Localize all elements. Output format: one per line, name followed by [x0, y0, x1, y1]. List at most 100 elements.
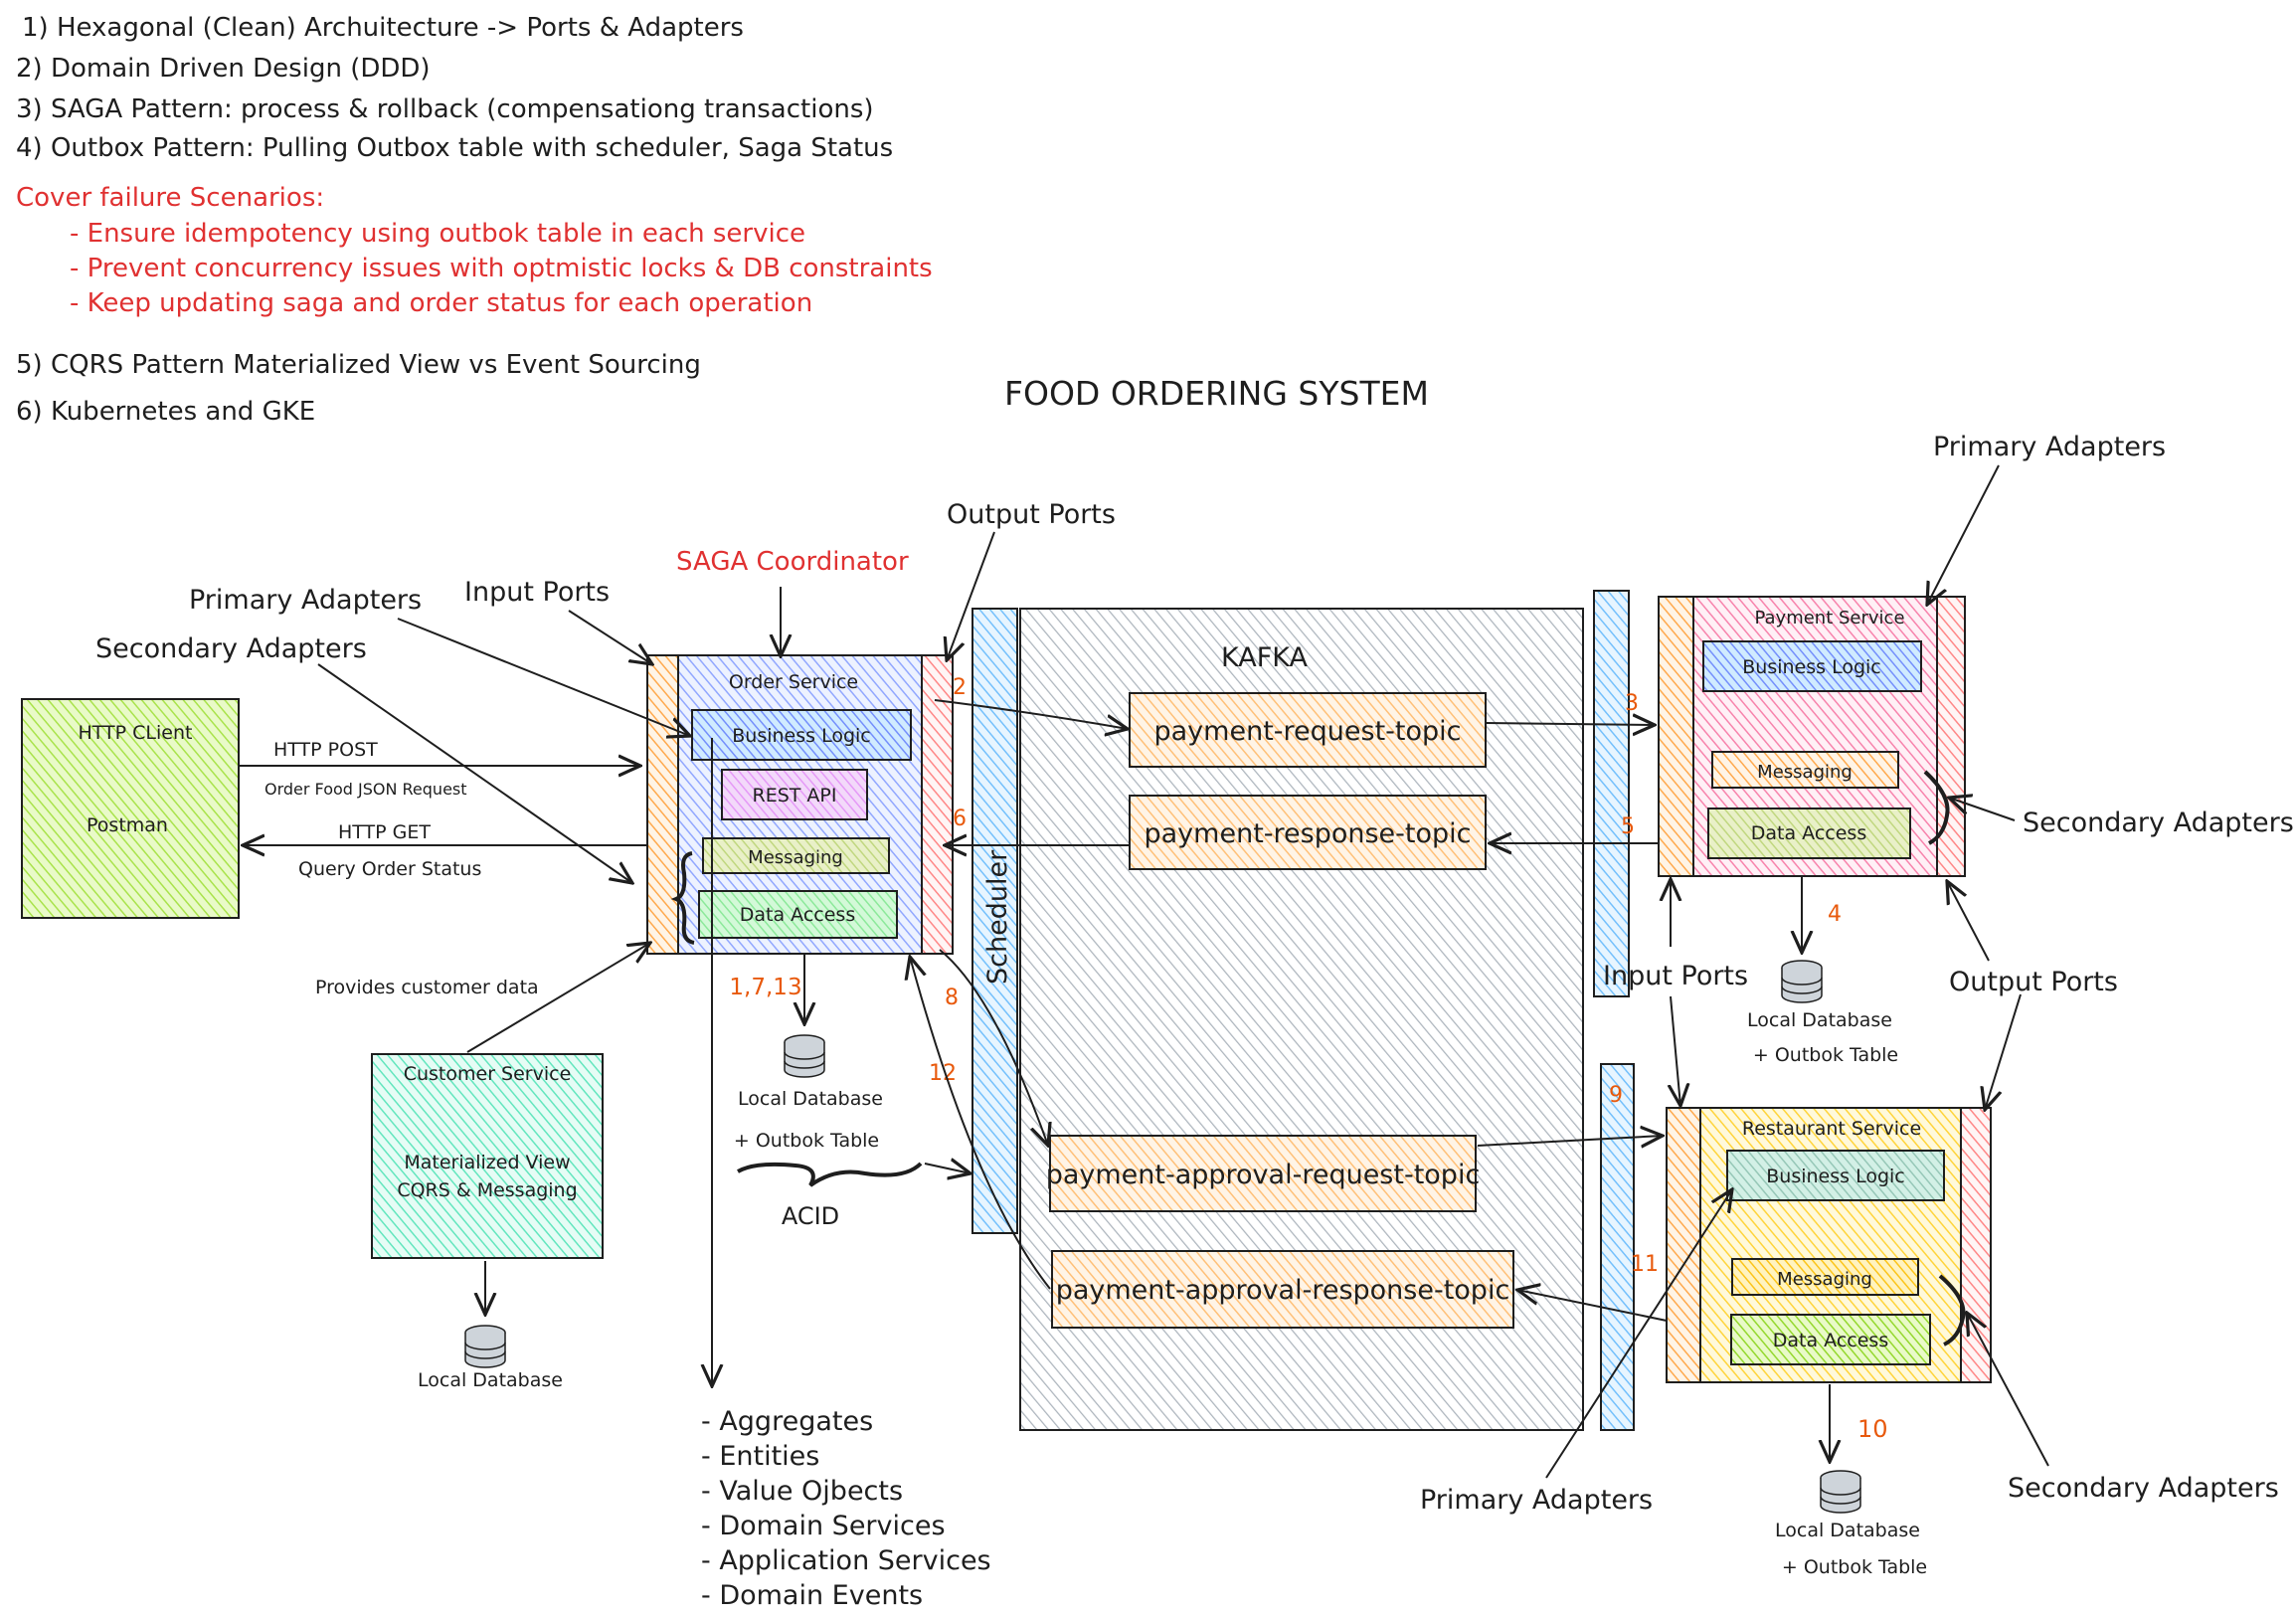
acid-brace	[737, 1162, 923, 1187]
note-ddd: 2) Domain Driven Design (DDD)	[16, 54, 431, 84]
order-input-port	[646, 654, 679, 955]
order-messaging-label: Messaging	[748, 847, 843, 868]
payment-input-port	[1658, 596, 1694, 877]
topic-payment-approval-request	[1049, 1135, 1477, 1212]
customer-data-arrow	[466, 943, 650, 1053]
restaurant-database-icon	[1820, 1470, 1861, 1514]
order-output-port	[921, 654, 954, 955]
saga-coordinator-label: SAGA Coordinator	[676, 547, 909, 577]
provides-customer-data-label: Provides customer data	[315, 977, 539, 998]
approval-request-to-restaurant-arrow	[1477, 1136, 1663, 1146]
acid-label: ACID	[782, 1202, 839, 1230]
http-client-label: HTTP CLient	[79, 722, 193, 744]
topic-payment-request-label: payment-request-topic	[1154, 716, 1462, 747]
order-to-payment-request-arrow	[934, 699, 1128, 729]
order-db-step: 1,7,13	[729, 975, 801, 1000]
order-service-title: Order Service	[729, 671, 858, 693]
restaurant-messaging-label: Messaging	[1777, 1269, 1872, 1290]
customer-service-box	[371, 1053, 604, 1259]
customer-service-title: Customer Service	[404, 1063, 572, 1085]
restaurant-output-port	[1960, 1107, 1992, 1383]
order-output-ports-label: Output Ports	[947, 499, 1116, 530]
scheduler-label: Scheduler	[982, 849, 1013, 985]
step-4: 4	[1828, 902, 1842, 927]
approval-response-to-order-arrow	[910, 957, 1051, 1290]
restaurant-business-logic-label: Business Logic	[1766, 1166, 1905, 1187]
failure-idempotency: - Ensure idempotency using outbok table …	[70, 219, 805, 249]
step-3: 3	[1625, 691, 1639, 716]
step-6: 6	[953, 807, 967, 831]
input-ports-to-restaurant-arrow	[1671, 995, 1680, 1106]
step-5: 5	[1621, 814, 1635, 839]
restaurant-business-logic	[1726, 1150, 1945, 1201]
http-client-box	[21, 698, 240, 919]
domain-services: - Domain Services	[701, 1511, 946, 1541]
restaurant-input-port-bar	[1600, 1063, 1635, 1431]
order-business-logic-label: Business Logic	[732, 725, 871, 747]
payment-primary-adapters-arrow	[1927, 464, 2000, 605]
restaurant-secondary-adapters-arrow	[1967, 1313, 2049, 1467]
payment-secondary-brace	[1923, 770, 1950, 845]
restaurant-primary-adapters-arrow	[1545, 1189, 1732, 1479]
step-8: 8	[945, 986, 959, 1010]
payment-data-access	[1707, 808, 1911, 859]
restaurant-messaging	[1731, 1258, 1919, 1296]
order-db-outbox-label: + Outbok Table	[734, 1130, 879, 1152]
order-primary-adapters-arrow	[397, 618, 690, 736]
note-outbox: 4) Outbox Pattern: Pulling Outbox table …	[16, 133, 893, 163]
topic-payment-response	[1129, 795, 1487, 870]
restaurant-db-label: Local Database	[1775, 1520, 1920, 1541]
http-get-desc: Query Order Status	[298, 858, 481, 880]
failure-title: Cover failure Scenarios:	[16, 183, 324, 213]
restaurant-input-port	[1666, 1107, 1701, 1383]
restaurant-secondary-brace	[1938, 1274, 1966, 1347]
failure-concurrency: - Prevent concurrency issues with optmis…	[70, 254, 933, 283]
order-business-logic	[691, 709, 912, 761]
scheduler-bar	[971, 608, 1018, 1234]
order-to-approval-request-arrow	[939, 949, 1048, 1146]
payment-db-outbox-label: + Outbok Table	[1753, 1044, 1898, 1066]
domain-building-blocks: - Aggregates - Entities - Value Ojbects …	[701, 1406, 991, 1611]
restaurant-secondary-adapters-label: Secondary Adapters	[2008, 1473, 2279, 1504]
topic-payment-approval-response-label: payment-approval-response-topic	[1056, 1275, 1510, 1306]
customer-db-label: Local Database	[418, 1369, 563, 1391]
payment-output-ports-arrow	[1947, 881, 1990, 962]
order-secondary-adapters-label: Secondary Adapters	[95, 633, 367, 664]
payment-business-logic	[1702, 640, 1922, 692]
payment-output-ports-label: Output Ports	[1949, 967, 2118, 997]
note-saga: 3) SAGA Pattern: process & rollback (com…	[16, 94, 874, 124]
domain-events: - Domain Events	[701, 1580, 923, 1611]
middle-input-ports-label: Input Ports	[1603, 961, 1748, 991]
payment-messaging-label: Messaging	[1757, 762, 1853, 783]
order-secondary-adapters-arrow	[317, 663, 632, 883]
order-messaging	[702, 837, 890, 874]
restaurant-data-access-label: Data Access	[1773, 1330, 1888, 1351]
http-post-desc: Order Food JSON Request	[265, 780, 467, 799]
domain-entities: - Entities	[701, 1441, 819, 1472]
order-db-label: Local Database	[738, 1088, 883, 1110]
domain-application-services: - Application Services	[701, 1545, 991, 1576]
topic-payment-response-label: payment-response-topic	[1145, 818, 1472, 849]
order-input-ports-arrow	[568, 610, 652, 664]
payment-input-port-bar	[1593, 590, 1630, 997]
order-rest-api	[721, 769, 868, 820]
payment-data-access-label: Data Access	[1751, 822, 1866, 844]
payment-business-logic-label: Business Logic	[1742, 656, 1881, 678]
note-kubernetes: 6) Kubernetes and GKE	[16, 397, 315, 427]
domain-value-objects: - Value Ojbects	[701, 1476, 903, 1507]
diagram-title: FOOD ORDERING SYSTEM	[1004, 374, 1429, 413]
payment-messaging	[1711, 751, 1899, 789]
order-output-ports-arrow	[947, 531, 995, 660]
order-rest-api-label: REST API	[753, 785, 837, 807]
payment-primary-adapters-label: Primary Adapters	[1933, 432, 2166, 462]
payment-secondary-adapters-arrow	[1949, 798, 2016, 821]
payment-db-label: Local Database	[1747, 1009, 1892, 1031]
kafka-title: KAFKA	[1221, 642, 1308, 673]
restaurant-output-ports-arrow	[1985, 993, 2022, 1110]
restaurant-primary-adapters-label: Primary Adapters	[1420, 1485, 1653, 1516]
restaurant-db-outbox-label: + Outbok Table	[1782, 1556, 1927, 1578]
failure-status: - Keep updating saga and order status fo…	[70, 288, 812, 318]
notes: 1) Hexagonal (Clean) Archuitecture -> Po…	[16, 13, 933, 427]
payment-secondary-adapters-label: Secondary Adapters	[2023, 808, 2294, 838]
payment-database-icon	[1781, 960, 1823, 1003]
